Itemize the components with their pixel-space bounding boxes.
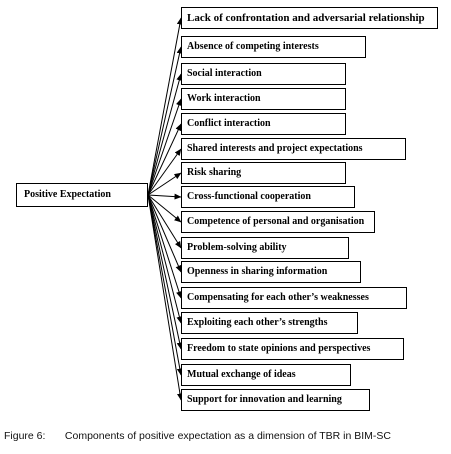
diagram-canvas — [147, 17, 183, 401]
figure-caption: Figure 6: Components of positive expecta… — [4, 430, 391, 442]
component-box: Openness in sharing information — [181, 261, 361, 283]
connector-arrow — [147, 194, 183, 401]
component-box: Work interaction — [181, 88, 346, 110]
connector-arrow — [147, 194, 182, 249]
component-box: Support for innovation and learning — [181, 389, 370, 411]
connector-arrows — [147, 17, 183, 401]
component-box: Freedom to state opinions and perspectiv… — [181, 338, 404, 360]
component-box: Mutual exchange of ideas — [181, 364, 351, 386]
root-node-positive-expectation: Positive Expectation — [16, 183, 148, 207]
connector-arrow — [147, 193, 182, 200]
component-box: Risk sharing — [181, 162, 346, 184]
connector-arrow — [147, 148, 182, 196]
connector-arrow — [147, 46, 183, 196]
component-box: Competence of personal and organisation — [181, 211, 375, 233]
connector-arrow — [147, 194, 183, 324]
component-box: Lack of confrontation and adversarial re… — [181, 7, 438, 29]
component-box: Shared interests and project expectation… — [181, 138, 406, 160]
figure-caption-text: Components of positive expectation as a … — [64, 430, 391, 442]
connector-arrow — [147, 194, 182, 273]
connector-arrow — [147, 172, 182, 196]
component-box: Exploiting each other’s strengths — [181, 312, 358, 334]
component-box: Absence of competing interests — [181, 36, 366, 58]
connector-arrow — [147, 123, 182, 196]
component-box: Social interaction — [181, 63, 346, 85]
component-box: Problem-solving ability — [181, 237, 349, 259]
connector-arrow — [147, 194, 182, 223]
connector-arrow — [147, 98, 182, 196]
connector-arrow — [147, 194, 182, 299]
connector-arrow — [147, 194, 183, 376]
connector-arrow — [147, 17, 183, 196]
component-box: Compensating for each other’s weaknesses — [181, 287, 407, 309]
figure-label: Figure 6: — [4, 430, 46, 442]
component-box: Conflict interaction — [181, 113, 346, 135]
component-box: Cross-functional cooperation — [181, 186, 355, 208]
connector-arrow — [147, 194, 183, 350]
connector-arrow — [147, 73, 183, 196]
